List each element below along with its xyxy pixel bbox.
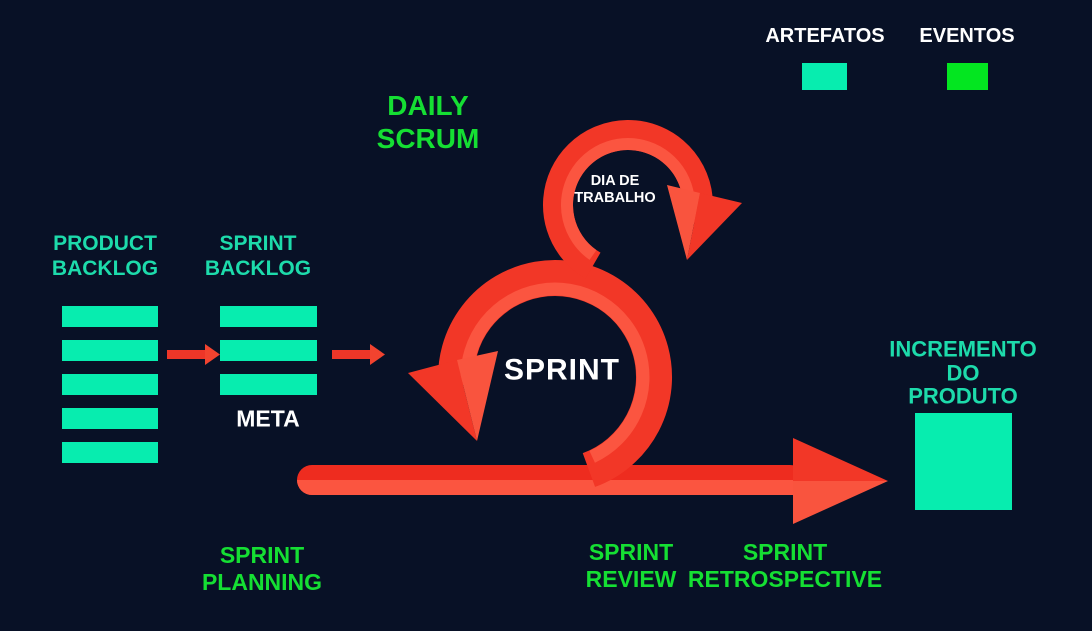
product-backlog-item-bar — [62, 408, 158, 429]
daily-loop-arrowhead-icon — [667, 185, 700, 260]
legend-eventos-label: EVENTOS — [919, 25, 1015, 48]
sprint-retrospective-label: SPRINT RETROSPECTIVE — [687, 538, 883, 592]
sprint-planning-label: SPRINT PLANNING — [201, 541, 323, 595]
daily-scrum-label: DAILY SCRUM — [376, 89, 480, 154]
daily-loop-icon — [543, 120, 742, 279]
sprint-backlog-label: SPRINT BACKLOG — [204, 232, 312, 280]
timeline-arrow — [297, 438, 888, 524]
legend-artefatos-label: ARTEFATOS — [765, 25, 885, 48]
product-backlog-item-bar — [62, 442, 158, 463]
product-backlog-item-bar — [62, 340, 158, 361]
sprint-label: SPRINT — [503, 353, 621, 387]
increment-square — [915, 413, 1012, 510]
legend-artefatos-swatch — [802, 63, 847, 90]
sprint-review-label: SPRINT REVIEW — [585, 538, 677, 592]
arrow-sprint-to-loop-icon — [332, 350, 370, 359]
sprint-backlog-item-bar — [220, 374, 317, 395]
legend-eventos-swatch — [947, 63, 988, 90]
product-backlog-label: PRODUCT BACKLOG — [51, 232, 159, 280]
sprint-backlog-item-bar — [220, 340, 317, 361]
work-day-label: DIA DE TRABALHO — [574, 172, 656, 206]
meta-label: META — [236, 405, 300, 432]
backlog-transfer-arrows — [167, 344, 385, 365]
increment-label: INCREMENTO DO PRODUTO — [889, 336, 1037, 409]
product-backlog-item-bar — [62, 306, 158, 327]
arrow-product-to-sprint-icon — [167, 350, 205, 359]
sprint-backlog-item-bar — [220, 306, 317, 327]
timeline-arrowhead-icon — [793, 438, 888, 481]
sprint-loop-arrowhead-icon — [408, 360, 477, 441]
sprint-loop-icon — [408, 259, 673, 487]
product-backlog-item-bar — [62, 374, 158, 395]
